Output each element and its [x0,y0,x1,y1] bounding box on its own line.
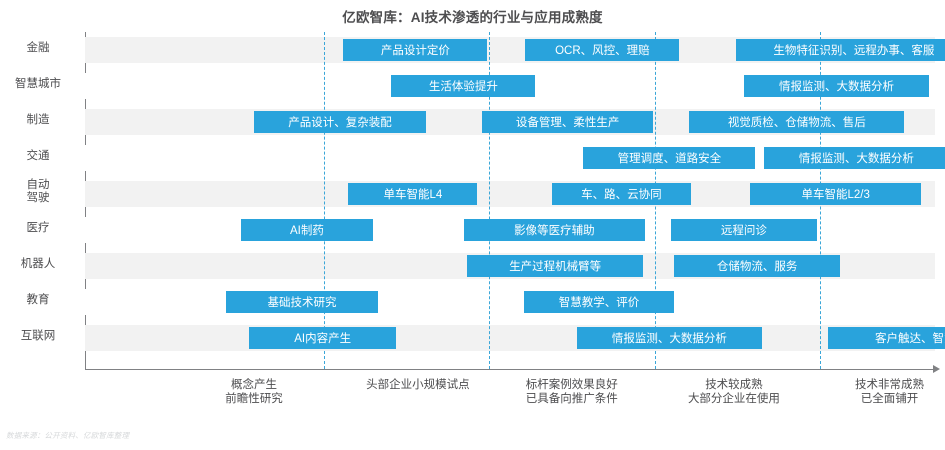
bar-segment[interactable]: 单车智能L4 [348,183,478,205]
y-axis-label: 医疗 [26,222,50,234]
x-axis-label-line: 前瞻性研究 [225,393,283,405]
bar-segment[interactable]: 生产过程机械臂等 [467,255,643,277]
x-axis-label-line: 概念产生 [230,379,277,391]
bar-segment[interactable]: 基础技术研究 [225,291,379,313]
bar-segment[interactable]: 车、路、云协同 [551,183,691,205]
y-axis-label: 制造 [26,114,50,126]
bar-segment[interactable]: 单车智能L2/3 [750,183,921,205]
x-axis-label-line: 大部分企业在使用 [687,393,780,405]
bar-segment[interactable]: 生活体验提升 [391,75,536,97]
bar-segment[interactable]: 产品设计、复杂装配 [253,111,427,133]
x-axis-label: 技术较成熟大部分企业在使用 [649,378,819,406]
bar-segment[interactable]: 客户触达、智慧营销 [828,327,945,349]
bar-segment[interactable]: 管理调度、道路安全 [583,147,756,169]
bar-segment[interactable]: 影像等医疗辅助 [464,219,645,241]
y-axis-label: 互联网 [20,330,56,342]
x-axis-line [85,369,935,370]
y-axis-label: 交通 [26,150,50,162]
x-axis-label-line: 技术较成熟 [705,379,763,391]
y-axis-label: 机器人 [20,258,56,270]
bar-segment[interactable]: 情报监测、大数据分析 [763,147,945,169]
bar-segment[interactable]: 情报监测、大数据分析 [576,327,763,349]
x-axis-label: 标杆案例效果良好已具备向推广条件 [487,378,657,406]
x-axis-label: 技术非常成熟已全面铺开 [805,378,945,406]
gridline [323,32,325,369]
y-axis-label: 自动驾驶 [0,179,76,205]
y-axis-label-line: 驾驶 [26,192,50,204]
x-axis-label-line: 已全面铺开 [860,393,919,405]
bar-segment[interactable]: 视觉质检、仓储物流、售后 [689,111,905,133]
row-band [85,325,935,351]
bar-segment[interactable]: 设备管理、柔性生产 [482,111,653,133]
bar-segment[interactable]: 智慧教学、评价 [523,291,675,313]
y-axis-label: 金融 [26,42,50,54]
bar-segment[interactable]: 情报监测、大数据分析 [743,75,930,97]
x-axis-label-line: 技术非常成熟 [855,379,924,391]
bar-segment[interactable]: 远程问诊 [671,219,817,241]
page-title: 亿欧智库：AI技术渗透的行业与应用成熟度 [342,10,603,25]
bar-segment[interactable]: 生物特征识别、远程办事、客服 [735,39,945,61]
gridline [489,32,490,369]
bar-segment[interactable]: OCR、风控、理赔 [525,39,680,61]
bar-segment[interactable]: 仓储物流、服务 [674,255,840,277]
bar-segment[interactable]: 产品设计定价 [343,39,488,61]
x-axis-arrow-icon [933,365,940,373]
x-axis-label: 概念产生前瞻性研究 [169,378,339,406]
x-axis-label-line: 已具备向推广条件 [525,393,618,405]
x-axis-label: 头部企业小规模试点 [333,378,503,392]
bar-segment[interactable]: AI内容产生 [249,327,397,349]
y-axis-label-line: 自动 [26,179,50,191]
y-axis-label: 教育 [26,294,50,306]
bar-segment[interactable]: AI制药 [240,219,374,241]
source-note: 数据来源：公开资料、亿欧智库整理 [6,431,130,440]
row-band [85,289,935,315]
x-axis-label-line: 标杆案例效果良好 [525,379,618,391]
x-axis-label-line: 头部企业小规模试点 [366,379,470,391]
y-axis-label: 智慧城市 [15,78,61,90]
